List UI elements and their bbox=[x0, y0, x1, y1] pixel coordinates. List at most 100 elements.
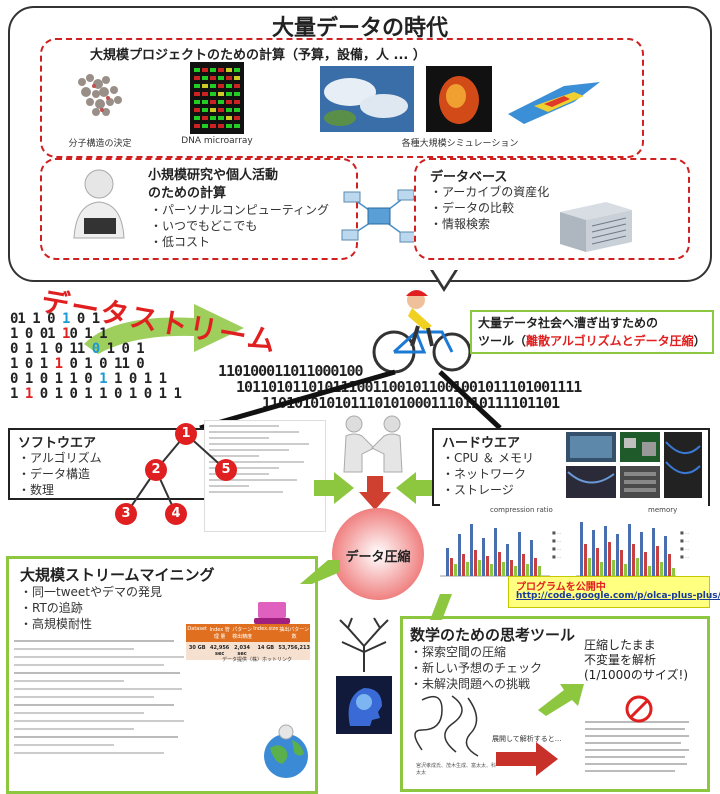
software-list: アルゴリズム データ構造 数理 bbox=[18, 450, 138, 498]
list-item: パーソナルコンピューティング bbox=[150, 202, 360, 218]
compression-note: 圧縮したまま 不変量を解析 (1/1000のサイズ!) bbox=[584, 638, 689, 682]
brain-head-image bbox=[336, 676, 392, 734]
svg-text:■ ...: ■ ... bbox=[552, 546, 561, 551]
converging-arrows bbox=[314, 472, 436, 510]
knot-diagram bbox=[414, 695, 479, 757]
weather-simulation-image bbox=[320, 66, 414, 132]
caption-simulation: 各種大規模シミュレーション bbox=[401, 139, 519, 149]
svg-text:■ ...: ■ ... bbox=[552, 530, 561, 535]
program-link[interactable]: http://code.google.com/p/olca-plus-plus/ bbox=[516, 591, 720, 601]
laptop-person-icon bbox=[73, 169, 125, 239]
knot-caption: 宮沢孝成氏、茂木生成、富太太、科太太 bbox=[416, 763, 497, 776]
list-item: 数理 bbox=[18, 482, 138, 498]
tree-node: 4 bbox=[165, 503, 187, 525]
math-tools-list: 探索空間の圧縮 新しい予想のチェック 未解決問題への挑戦 bbox=[410, 644, 560, 692]
expand-label: 展開して解析すると... bbox=[492, 735, 562, 743]
data-source-note: データ提供（株）ホットリンク bbox=[222, 657, 293, 663]
program-label: プログラムを公開中 bbox=[516, 582, 606, 593]
tool-box-line2: ツール（離散アルゴリズムとデータ圧縮） bbox=[478, 334, 706, 348]
list-item: 低コスト bbox=[150, 234, 360, 250]
list-item: 同一tweetやデマの発見 bbox=[20, 584, 220, 600]
hardware-photos bbox=[566, 432, 702, 498]
svg-text:■ ...: ■ ... bbox=[680, 554, 689, 559]
molecule-image bbox=[78, 74, 122, 116]
program-box bbox=[508, 576, 710, 608]
svg-text:■ ...: ■ ... bbox=[680, 546, 689, 551]
database-list: アーカイブの資産化 データの比較 情報検索 bbox=[430, 184, 580, 232]
table-header: Index.size bbox=[253, 624, 279, 642]
list-item: 高規模耐性 bbox=[20, 616, 220, 632]
binary-row-1: 110100011011000100 bbox=[218, 362, 364, 380]
bar-charts-image: ■ ... ■ ... ■ ... ■ ... ■ ... ■ ... ■ ... ■ ..… bbox=[440, 522, 689, 577]
list-item: 新しい予想のチェック bbox=[410, 660, 560, 676]
list-item: 探索空間の圧縮 bbox=[410, 644, 560, 660]
green-arrow-up-icon bbox=[538, 684, 584, 716]
list-item: いつでもどこでも bbox=[150, 218, 360, 234]
cyclist-icon bbox=[372, 290, 472, 374]
stream-mining-heading: 大規模ストリームマイニング bbox=[20, 566, 215, 584]
table-header: 抽出パターン 数 bbox=[278, 624, 310, 642]
table-cell: 53,756,213 bbox=[278, 642, 310, 660]
page-title: 大量データの時代 bbox=[271, 16, 448, 41]
list-item: 情報検索 bbox=[430, 216, 580, 232]
list-item: 未解決問題への挑戦 bbox=[410, 676, 560, 692]
list-item: アーカイブの資産化 bbox=[430, 184, 580, 200]
table-cell: 14 GB bbox=[253, 642, 279, 660]
result-table: Dataset Index 管理 量 パターン 検出精度 Index.size … bbox=[186, 624, 310, 660]
math-tools-arrow bbox=[430, 594, 452, 620]
chart-title-memory: memory bbox=[648, 506, 678, 514]
tweet-log bbox=[14, 634, 188, 784]
small-research-list: パーソナルコンピューティング いつでもどこでも 低コスト bbox=[150, 202, 360, 250]
heart-simulation-image bbox=[426, 66, 492, 132]
center-label: データ圧縮 bbox=[345, 550, 411, 565]
red-arrow bbox=[496, 742, 558, 776]
compression-circle bbox=[332, 508, 424, 600]
math-tools-heading: 数学のための思考ツール bbox=[410, 626, 576, 644]
stream-mining-list: 同一tweetやデマの発見 RTの追跡 高規模耐性 bbox=[20, 584, 220, 632]
list-item: アルゴリズム bbox=[18, 450, 138, 466]
small-research-heading: 小規模研究や個人活動 bbox=[148, 168, 279, 183]
list-item: CPU ＆ メモリ bbox=[442, 450, 562, 466]
svg-text:■ ...: ■ ... bbox=[680, 538, 689, 543]
tool-box bbox=[470, 310, 714, 354]
table-cell: 2,034 sec bbox=[230, 642, 254, 660]
list-item: ストレージ bbox=[442, 482, 562, 498]
connector-lines bbox=[199, 369, 502, 431]
large-projects-heading: 大規模プロジェクトのための計算（予算，設備，人 ... ） bbox=[90, 48, 426, 63]
table-header: Dataset bbox=[186, 624, 209, 642]
server-rack-icon bbox=[560, 202, 632, 252]
tree-node: 2 bbox=[145, 459, 167, 481]
network-icon bbox=[341, 189, 417, 243]
green-arrow bbox=[84, 304, 244, 354]
chart-title-compression: compression ratio bbox=[490, 506, 553, 514]
large-document bbox=[582, 716, 692, 782]
dna-microarray-image bbox=[190, 62, 244, 134]
list-item: データ構造 bbox=[18, 466, 138, 482]
svg-text:■ ...: ■ ... bbox=[552, 538, 561, 543]
binary-scatter: 01 1 0 1 0 1 1 0 01 10 1 1 0 1 1 0 11 0 … bbox=[10, 311, 182, 402]
binary-row-3: 1101010101011101010001110110111101101 bbox=[262, 394, 560, 412]
table-cell: 30 GB bbox=[186, 642, 209, 660]
table-header: Index 管理 量 bbox=[208, 624, 231, 642]
svg-text:■ ...: ■ ... bbox=[680, 530, 689, 535]
table-cell: 42,956 sec bbox=[208, 642, 231, 660]
list-item: ネットワーク bbox=[442, 466, 562, 482]
table-header: パターン 検出精度 bbox=[230, 624, 254, 642]
svg-text:■ ...: ■ ... bbox=[552, 554, 561, 559]
caption-molecule: 分子構造の決定 bbox=[68, 139, 132, 149]
tool-box-line1: 大量データ社会へ漕ぎ出すための bbox=[478, 316, 659, 330]
globe-icon bbox=[264, 724, 308, 778]
no-sign-icon bbox=[625, 695, 653, 723]
hardware-heading: ハードウエア bbox=[442, 436, 521, 451]
aircraft-simulation-image bbox=[508, 82, 600, 124]
list-item: データの比較 bbox=[430, 200, 580, 216]
list-item: RTの追跡 bbox=[20, 600, 220, 616]
software-heading: ソフトウエア bbox=[18, 436, 97, 451]
tree-image bbox=[339, 617, 389, 672]
tree-node: 5 bbox=[215, 459, 237, 481]
handshake-icon bbox=[343, 415, 403, 473]
tree-node: 1 bbox=[175, 423, 197, 445]
tree-node: 3 bbox=[115, 503, 137, 525]
small-research-heading-2: のための計算 bbox=[148, 186, 227, 201]
database-heading: データベース bbox=[430, 170, 508, 185]
